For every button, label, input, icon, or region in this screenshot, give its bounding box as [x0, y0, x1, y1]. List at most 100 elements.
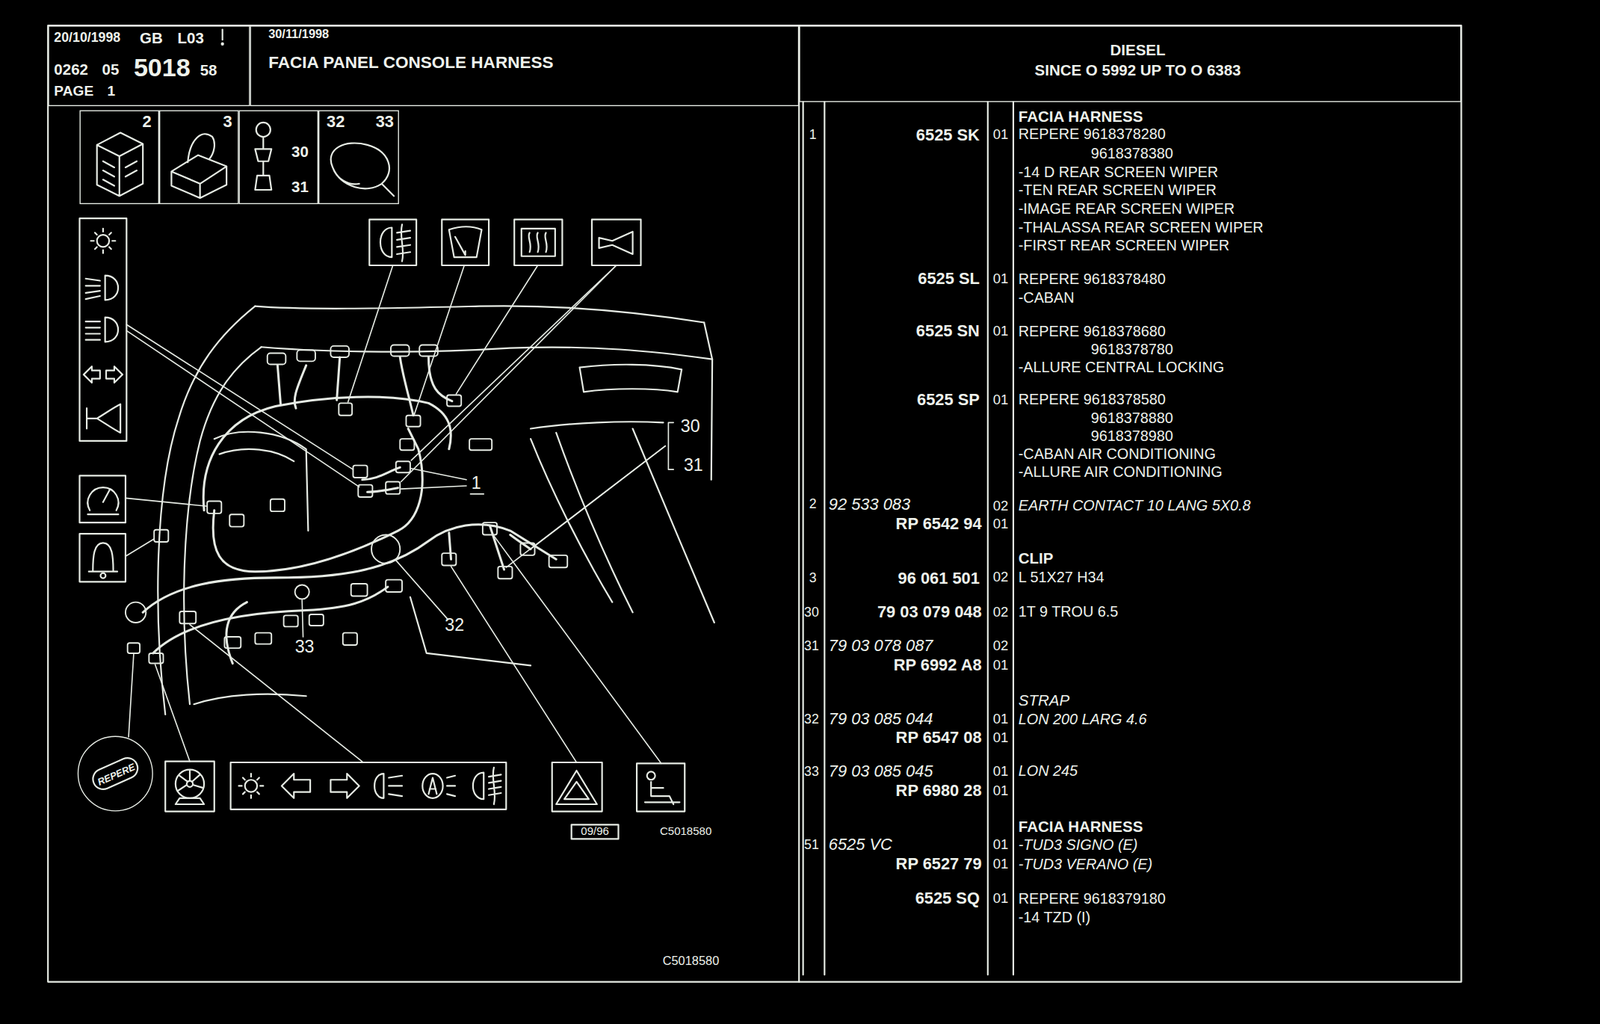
- function-symbol: [100, 573, 107, 579]
- drawing-code: C5018580: [662, 955, 720, 968]
- table-cell: STRAP: [1018, 692, 1070, 709]
- repere-circle: REPERE: [77, 736, 154, 812]
- part-icon: [171, 133, 227, 199]
- table-cell: -CABAN: [1018, 289, 1075, 306]
- table-cell: -14 D REAR SCREEN WIPER: [1018, 164, 1219, 181]
- connector: [125, 345, 568, 664]
- connector: [441, 553, 456, 565]
- connector: [352, 465, 367, 478]
- function-symbol: [556, 770, 598, 805]
- table-cell: L 51X27 H34: [1018, 569, 1105, 586]
- table-cell: -FIRST REAR SCREEN WIPER: [1018, 238, 1230, 255]
- table-cell: 6525 SN: [916, 322, 980, 341]
- connector: [390, 345, 410, 357]
- table-cell: 02: [993, 570, 1009, 585]
- connector: [148, 653, 163, 664]
- table-cell: 33: [804, 764, 820, 779]
- dashboard-outline: [530, 421, 664, 429]
- function-symbol: [79, 218, 128, 441]
- harness-wire: [449, 525, 531, 570]
- header-code: 0262: [53, 61, 89, 78]
- connector: [153, 529, 169, 542]
- harness-wire: [277, 357, 453, 416]
- dashboard-outline: [214, 431, 309, 531]
- leader-line: [125, 265, 674, 764]
- table-cell: 79 03 085 044: [828, 710, 934, 728]
- table-cell: REPERE 9618378580: [1018, 392, 1166, 409]
- connector: [497, 566, 512, 579]
- callout-number: 30: [680, 417, 701, 436]
- leader-line: [668, 422, 674, 470]
- table-cell: LON 200 LARG 4.6: [1018, 711, 1148, 728]
- title-text: FACIA PANEL CONSOLE HARNESS: [268, 53, 554, 71]
- leader-line: [451, 566, 577, 763]
- range-text: DIESEL: [1110, 41, 1166, 59]
- table-cell: FACIA HARNESS: [1018, 818, 1144, 835]
- connector: [207, 500, 222, 513]
- function-symbol: [599, 231, 633, 255]
- function-symbol: [441, 219, 489, 266]
- table-cell: 01: [993, 837, 1009, 852]
- table-cell: RP 6992 A8: [893, 656, 982, 675]
- function-symbol: [473, 767, 502, 805]
- callout-number: 31: [683, 455, 704, 474]
- table-cell: -TUD3 VERANO (E): [1018, 856, 1153, 873]
- connector: [399, 438, 415, 450]
- harness-wire: [142, 357, 557, 664]
- connector: [396, 461, 411, 473]
- table-cell: 79 03 079 048: [877, 603, 982, 622]
- frame: [802, 102, 805, 976]
- frame: [1012, 102, 1015, 976]
- connector: [267, 352, 287, 364]
- function-symbol: [239, 773, 264, 799]
- title-box: 30/11/1998FACIA PANEL CONSOLE HARNESS: [250, 25, 800, 107]
- range-box: DIESELSINCE O 5992 UP TO O 6383: [798, 25, 1461, 102]
- connector: [330, 346, 349, 358]
- function-symbol: [91, 228, 116, 254]
- function-symbol: [87, 487, 119, 515]
- header-code: 1: [106, 83, 116, 99]
- table-cell: 9618378880: [1091, 410, 1174, 426]
- part-icon-box: 2: [79, 109, 160, 205]
- leader-line: [348, 265, 394, 403]
- harness-wire: [153, 586, 388, 654]
- table-cell: EARTH CONTACT 10 LANG 5X0.8: [1018, 498, 1252, 515]
- function-symbol: [330, 773, 359, 799]
- table-cell: 9618378380: [1091, 146, 1174, 163]
- table-cell: REPERE 9618378680: [1018, 323, 1166, 340]
- table-cell: 1T 9 TROU 6.5: [1018, 604, 1119, 621]
- header-code: 5018: [133, 53, 191, 81]
- table-cell: 01: [993, 127, 1009, 142]
- function-symbol: [85, 275, 119, 301]
- part-icon-box: 3031: [239, 109, 320, 205]
- dashboard-outline: [157, 306, 255, 715]
- table-cell: 30: [804, 605, 820, 620]
- connector: [385, 482, 400, 494]
- header-code: 05: [102, 61, 120, 78]
- function-symbol: [86, 404, 121, 433]
- function-symbol: [647, 771, 656, 780]
- table-cell: REPERE 9618378480: [1018, 272, 1166, 288]
- connector: [283, 615, 299, 627]
- table-cell: 2: [809, 496, 817, 512]
- table-cell: RP 6527 79: [896, 855, 982, 873]
- table-cell: 01: [993, 891, 1009, 906]
- connector: [520, 542, 535, 555]
- table-cell: -CABAN AIR CONDITIONING: [1018, 446, 1216, 462]
- table-cell: RP 6980 28: [896, 782, 982, 800]
- function-symbol: [230, 762, 507, 810]
- function-symbol: [529, 232, 548, 252]
- leader-line: [411, 468, 467, 480]
- header-code: GB: [139, 29, 163, 47]
- dashboard-outline: [579, 364, 683, 393]
- dashboard-outline: [219, 449, 295, 462]
- header-code: PAGE: [53, 83, 94, 99]
- dashboard-outline: [193, 694, 306, 705]
- function-symbol: [552, 762, 603, 812]
- callout-number: 1: [471, 474, 482, 493]
- callout-number: 33: [295, 638, 315, 657]
- function-symbol: [636, 763, 685, 811]
- connector: [296, 349, 316, 361]
- connector: [405, 415, 420, 427]
- table-cell: 6525 VC: [828, 836, 893, 854]
